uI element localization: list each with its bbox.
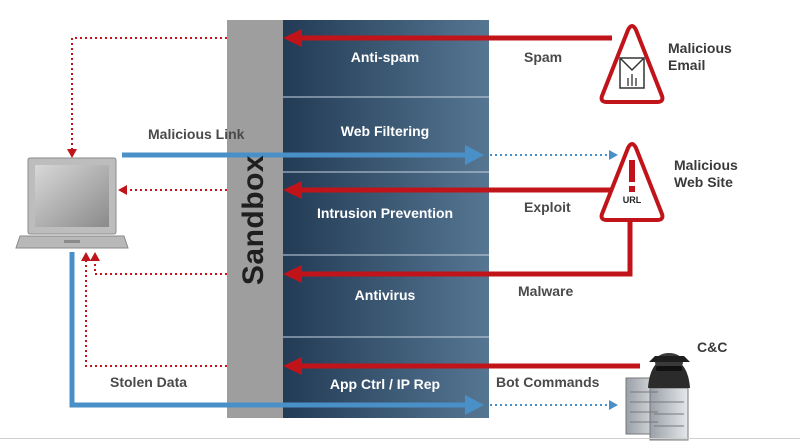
url-sign-text: URL: [622, 195, 642, 205]
layer-label-web-filtering: Web Filtering: [340, 123, 430, 139]
sandbox-label: Sandbox: [237, 154, 270, 286]
malicious-website-icon: [599, 142, 665, 222]
spam-label: Spam: [524, 49, 563, 65]
leak-arrowheads: [67, 149, 127, 261]
outbound-dotted-heads: [609, 150, 618, 410]
security-panel: [283, 20, 489, 418]
malicious-email-label-line1: Malicious: [668, 40, 732, 56]
malicious-website-label-line2: Web Site: [674, 174, 733, 190]
outbound-dotted-lines: [490, 154, 610, 406]
sandbox-column: [227, 20, 283, 418]
malicious-email-icon: [599, 24, 665, 104]
bottom-divider: [0, 438, 800, 439]
layer-label-anti-spam: Anti-spam: [350, 49, 420, 65]
layer-label-app-ctrl: App Ctrl / IP Rep: [329, 376, 441, 392]
threat-arrowheads: [283, 29, 302, 375]
threat-arrows: [300, 35, 640, 369]
outbound-arrows: [69, 152, 465, 408]
malicious-website-label: Malicious Web Site: [674, 157, 738, 191]
outbound-arrowheads: [465, 145, 484, 415]
bot-commands-label: Bot Commands: [496, 374, 600, 390]
stolen-data-label: Stolen Data: [110, 374, 188, 390]
cnc-server-icon: [625, 353, 690, 441]
laptop-icon: [15, 157, 129, 249]
leak-dotted-lines: [71, 37, 227, 367]
malicious-website-label-line1: Malicious: [674, 157, 738, 173]
malware-arrow: [300, 205, 633, 277]
exploit-label: Exploit: [524, 199, 571, 215]
cnc-label: C&C: [697, 339, 728, 355]
layer-label-antivirus: Antivirus: [354, 287, 416, 303]
malicious-link-label: Malicious Link: [148, 126, 245, 142]
layer-label-intrusion-prevention: Intrusion Prevention: [316, 205, 454, 221]
malicious-email-label: Malicious Email: [668, 40, 732, 74]
malware-label: Malware: [518, 283, 574, 299]
malicious-email-label-line2: Email: [668, 57, 706, 73]
stolen-data-arrow: [69, 252, 465, 408]
panel-dividers: [283, 96, 489, 338]
